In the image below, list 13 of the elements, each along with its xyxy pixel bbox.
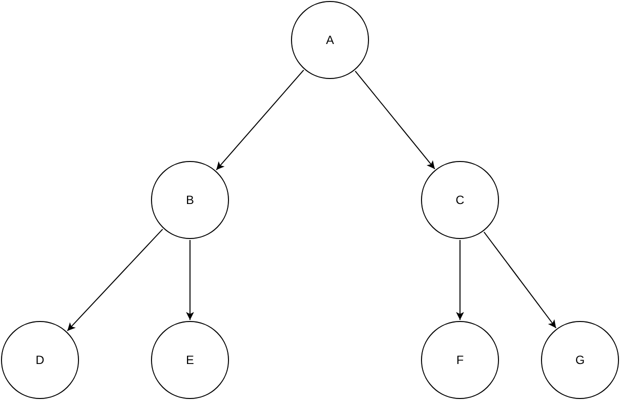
- arrow: [484, 232, 556, 328]
- node-label: A: [326, 33, 334, 47]
- node-label: B: [186, 193, 194, 207]
- arrow: [456, 240, 464, 320]
- arrow: [66, 228, 164, 332]
- node-label: F: [456, 353, 464, 367]
- arrow: [186, 240, 194, 320]
- node-label: D: [36, 353, 44, 367]
- arrow: [354, 70, 436, 170]
- node-label: G: [575, 353, 585, 367]
- node-label: E: [186, 353, 194, 367]
- node-label: C: [456, 193, 464, 207]
- arrow: [216, 70, 304, 170]
